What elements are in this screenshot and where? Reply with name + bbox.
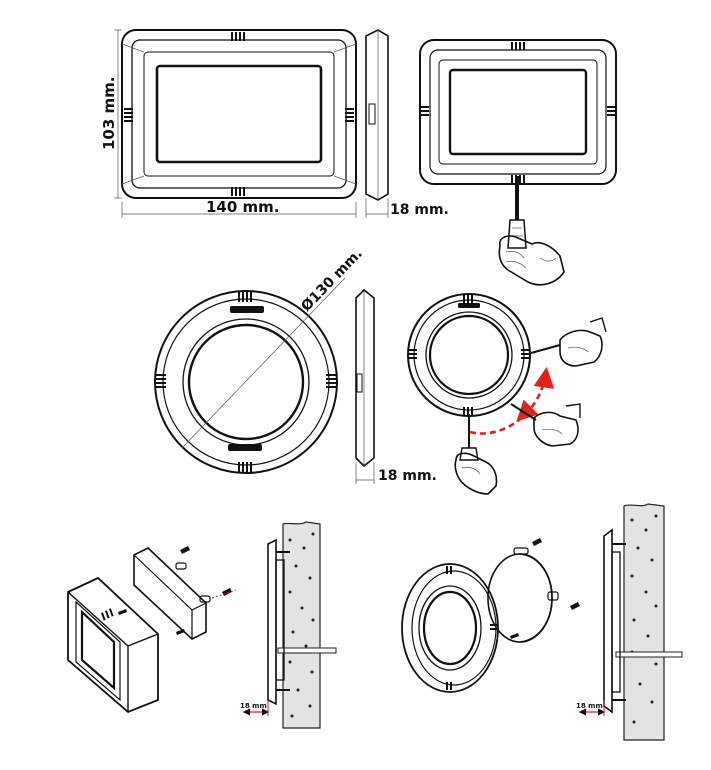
rect-lamp-body-perspective [133, 547, 211, 640]
screws-round [510, 538, 580, 639]
rect-lamp-front-view [121, 29, 357, 199]
rect-lamp-side-view: 18 mm. [365, 29, 449, 218]
rect-wall-gap-label: 18 mm [240, 702, 267, 710]
round-lamp-side-view: 18 mm. [355, 288, 437, 484]
rect-frame-perspective [67, 576, 159, 714]
screwdriver-hand-2 [530, 317, 607, 367]
screwdriver-hand-1 [498, 176, 565, 286]
rect-height-dimension: 103 mm. [100, 29, 122, 199]
rect-height-label: 103 mm. [100, 77, 118, 151]
rect-depth-label: 18 mm. [390, 202, 449, 218]
round-lamp-front-view [154, 290, 338, 474]
rect-width-label: 140 mm. [206, 198, 280, 216]
round-diameter-dimension: Ø130 mm. [181, 246, 366, 449]
screwdriver-hand-3 [510, 403, 581, 447]
round-frame-perspective [401, 563, 499, 693]
rect-width-dimension: 140 mm. [121, 198, 357, 218]
screwdriver-hand-4 [454, 414, 498, 495]
round-lamp-body-perspective [487, 547, 559, 643]
screws-rect [118, 546, 237, 635]
round-wall-gap-label: 18 mm [576, 702, 603, 710]
rect-lamp-removal-view [419, 39, 617, 185]
wall-section-1: 18 mm [240, 521, 337, 729]
round-depth-label: 18 mm. [378, 468, 437, 484]
wall-section-2: 18 mm [576, 503, 683, 741]
round-lamp-removal-view [407, 293, 531, 417]
